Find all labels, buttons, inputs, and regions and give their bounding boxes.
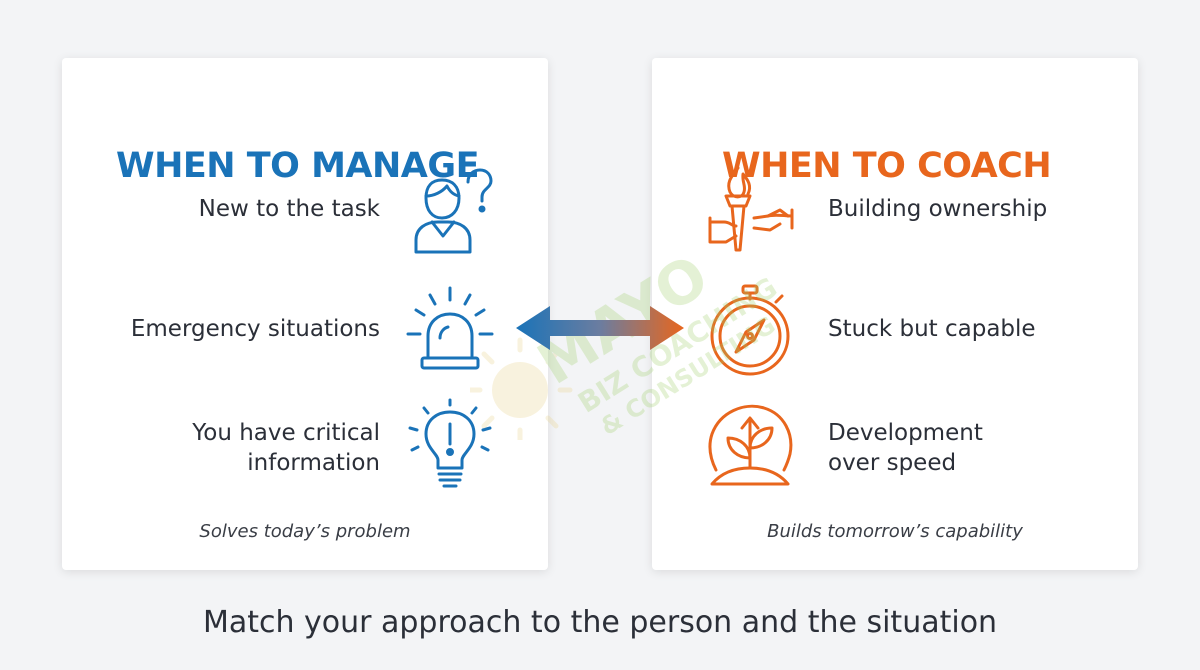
footer-tagline: Match your approach to the person and th… xyxy=(202,605,998,640)
sprout-growth-icon xyxy=(708,404,793,486)
siren-icon xyxy=(406,286,494,370)
torch-handoff-icon xyxy=(708,166,794,252)
compass-icon xyxy=(710,284,790,376)
lightbulb-exclamation-icon xyxy=(408,398,492,488)
coach-item-stuck: Stuck but capable xyxy=(828,316,1036,342)
coach-caption: Builds tomorrow’s capability xyxy=(767,521,1023,542)
manage-caption: Solves today’s problem xyxy=(199,521,411,542)
person-question-icon xyxy=(414,168,493,254)
double-arrow-icon xyxy=(516,306,684,350)
manage-item-new-task: New to the task xyxy=(198,196,380,222)
manage-item-emergency: Emergency situations xyxy=(130,316,380,342)
manage-card: WHEN TO MANAGE New to the task Emergency… xyxy=(62,58,548,570)
coach-title: WHEN TO COACH xyxy=(722,146,1052,186)
coach-card: WHEN TO COACH Building ownership Stuck b… xyxy=(652,58,1138,570)
manage-item-critical-info: You have critical information xyxy=(192,420,380,476)
coach-item-ownership: Building ownership xyxy=(828,196,1048,222)
manage-title: WHEN TO MANAGE xyxy=(116,146,480,186)
coach-item-development: Development over speed xyxy=(828,420,983,476)
